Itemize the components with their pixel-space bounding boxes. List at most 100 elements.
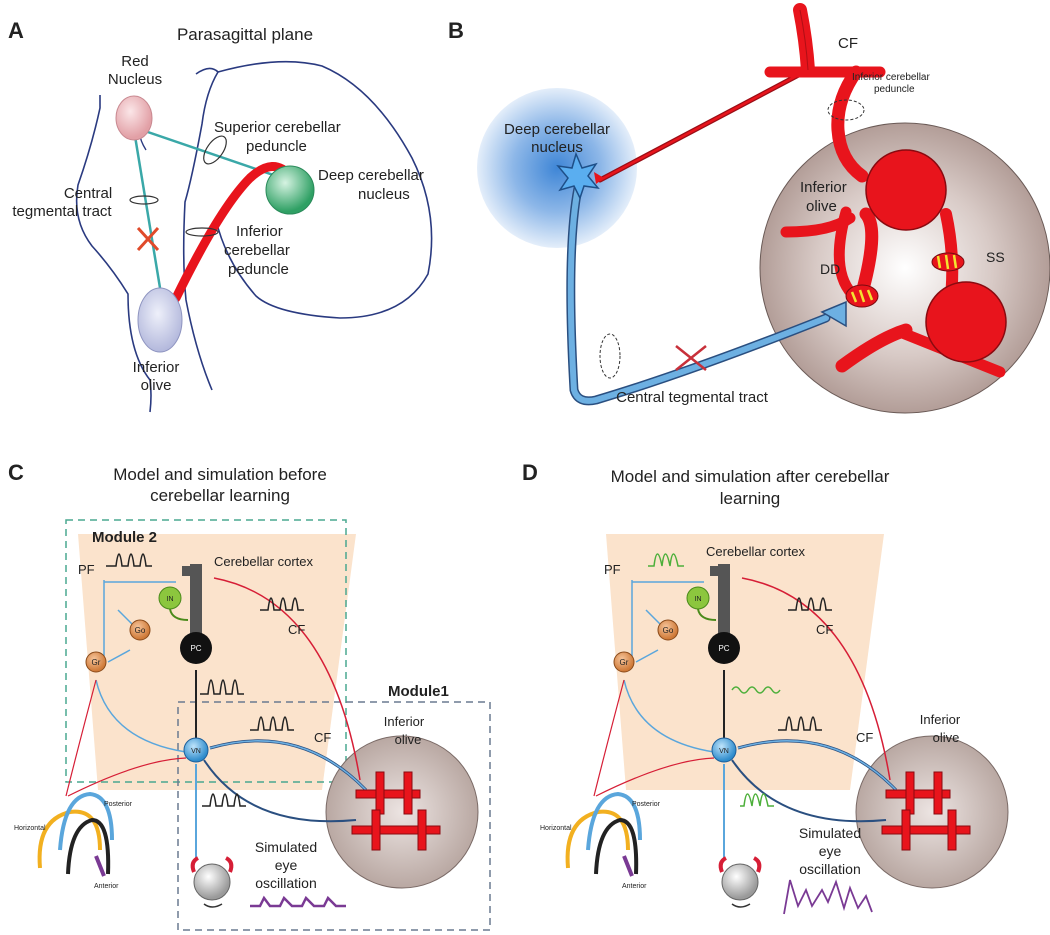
label-icp-1: Inferior [236, 223, 283, 240]
vestibular-to-vn-c [67, 757, 187, 797]
eye-rotation-arrow-c [203, 903, 223, 908]
label-ctt-2: tegmental tract [12, 203, 112, 220]
semicircular-canals-d [565, 791, 642, 877]
label-d-posterior: Posterior [632, 801, 661, 808]
label-icp-2: cerebellar [224, 242, 290, 259]
panel-d: D Model and simulation after cerebellar … [522, 460, 1009, 915]
label-c-eye-3: oscillation [255, 875, 316, 891]
pf-line-c [103, 580, 176, 656]
spike-trace-pc-c [200, 679, 244, 695]
label-c-module2: Module 2 [92, 529, 157, 546]
inferior-peduncle-ring-b [827, 99, 865, 121]
eye-muscle-right-d [752, 856, 762, 873]
central-tegmental-tract-line [132, 129, 164, 301]
io-to-vn-d-inner [737, 740, 897, 791]
tegmental-ring [129, 195, 159, 205]
label-d-vn: VN [719, 748, 729, 755]
label-c-cf1: CF [288, 622, 305, 637]
pc-node-c [180, 632, 212, 664]
semicircular-canals-c [37, 791, 114, 877]
deep-cerebellar-nucleus-shape [265, 165, 315, 215]
label-d-io-1: Inferior [920, 712, 961, 727]
label-dcn-2: nucleus [358, 186, 410, 203]
label-c-eye-1: Simulated [255, 839, 317, 855]
label-d-go: Go [663, 626, 674, 635]
label-d-cf1: CF [816, 622, 833, 637]
gap-junction-dd [845, 284, 879, 308]
label-c-pc: PC [190, 644, 201, 653]
go-node-c [129, 619, 151, 641]
cerebellum-outline [215, 60, 433, 319]
panel-a-title: Parasagittal plane [177, 25, 313, 44]
panel-d-title-1: Model and simulation after cerebellar [611, 467, 890, 486]
vestibular-to-gr-c [65, 679, 97, 797]
vn-node-c [183, 737, 209, 763]
label-d-in: IN [695, 596, 702, 603]
label-c-pf: PF [78, 562, 95, 577]
vn-to-io-d [731, 759, 887, 823]
cf-pathway-c [213, 577, 361, 781]
eye-muscle-left-d [718, 856, 728, 873]
panel-c-title-2: cerebellar learning [150, 486, 290, 505]
go-link-d [635, 609, 661, 663]
label-ctt-1: Central [64, 185, 112, 202]
module-2-box [65, 519, 347, 783]
label-icp-3: peduncle [228, 261, 289, 278]
olive-cells-d [881, 771, 971, 851]
label-io-2: olive [141, 377, 172, 394]
label-c-go: Go [135, 626, 146, 635]
climbing-fiber-tree-outline [799, 9, 809, 71]
label-c-gr: Gr [92, 658, 101, 667]
panel-c: C Model and simulation before cerebellar… [8, 460, 491, 931]
purkinje-dendrite-top-d [710, 566, 718, 576]
spike-trace-cf-c [250, 716, 294, 731]
spike-trace-cf-d [778, 716, 822, 731]
gr-to-vn-c [95, 679, 187, 753]
label-d-horizontal: Horizontal [540, 825, 572, 832]
spike-trace-pc-d [731, 686, 781, 694]
label-scp-1: Superior cerebellar [214, 119, 341, 136]
io-to-vn-c-inner [209, 740, 367, 791]
label-c-io-2: olive [395, 732, 422, 747]
eye-rotation-arrow-d [731, 903, 751, 908]
climbing-fiber-to-dcn-highlight [598, 68, 810, 182]
label-red-nucleus-1: Red [121, 53, 149, 70]
inferior-olive-d [855, 735, 1009, 889]
label-c-vn: VN [191, 748, 201, 755]
olive-neuron-upper [865, 149, 947, 231]
spike-trace-pf-d [648, 553, 684, 567]
eye-muscle-left-c [190, 856, 200, 873]
pc-node-d [708, 632, 740, 664]
label-d-eye-1: Simulated [799, 825, 861, 841]
label-b-ctt: Central tegmental tract [616, 389, 769, 406]
label-scp-2: peduncle [246, 138, 307, 155]
spike-trace-vn-c [202, 793, 246, 807]
eye-ball-c [193, 863, 231, 901]
cerebellar-cortex-area-d [606, 534, 884, 790]
label-d-pc: PC [718, 644, 729, 653]
lesion-x-mark-b [675, 345, 707, 371]
label-b-icp-1: Inferior cerebellar [852, 72, 930, 83]
label-d-anterior: Anterior [622, 883, 647, 890]
gr-node-c [85, 651, 107, 673]
panel-a-letter: A [8, 18, 24, 43]
climbing-fiber-path [171, 162, 295, 303]
label-c-io-1: Inferior [384, 714, 425, 729]
label-b-ss: SS [986, 249, 1005, 265]
label-c-horizontal: Horizontal [14, 825, 46, 832]
label-b-cf: CF [838, 35, 858, 52]
label-d-pf: PF [604, 562, 621, 577]
go-node-d [657, 619, 679, 641]
label-b-io-1: Inferior [800, 179, 847, 196]
in-to-pc-d [697, 608, 717, 621]
cerebellar-cortex-area-c [78, 534, 356, 790]
purkinje-dendrite-top-c [182, 566, 190, 576]
tegmental-ring-b [599, 333, 621, 379]
brainstem-outline [75, 95, 152, 413]
inferior-olive-c [325, 735, 479, 889]
olive-cells-c [351, 771, 441, 851]
label-c-anterior: Anterior [94, 883, 119, 890]
inferior-olive-shape [137, 287, 183, 353]
dcn-neuron [556, 151, 600, 200]
